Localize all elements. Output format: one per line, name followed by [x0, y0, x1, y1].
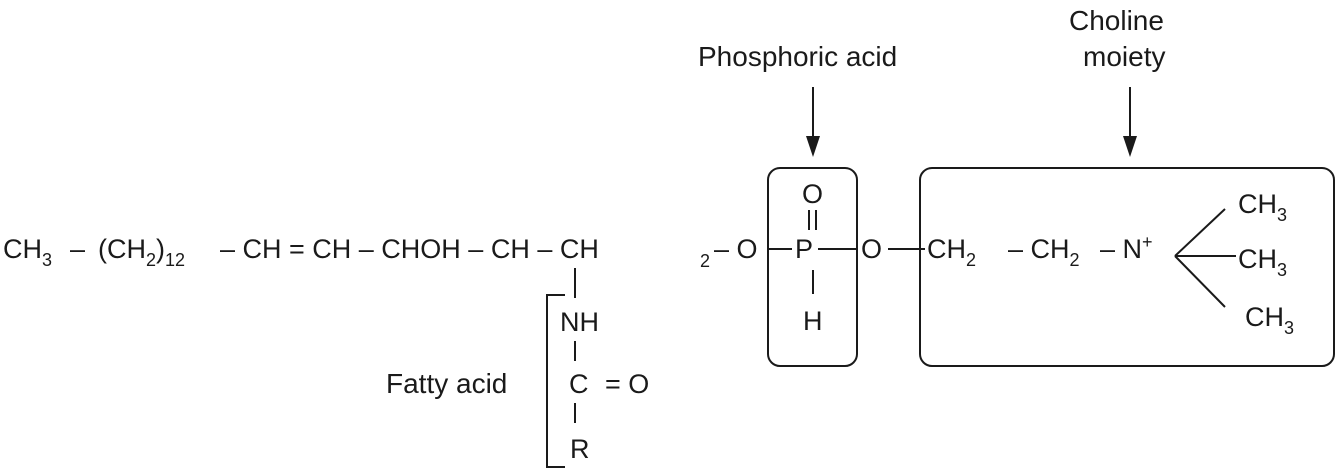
fatty-acid-amide: NH C = O R Fatty acid — [386, 268, 649, 468]
phosphoric-acid-box — [767, 167, 858, 367]
ester-oxygen-1: – O — [714, 234, 758, 264]
ester-oxygen-2: O — [861, 234, 882, 264]
methylene-repeat: (CH2)12 — [98, 234, 185, 270]
phosphorus: P — [795, 234, 813, 264]
methyl-3: CH3 — [1245, 302, 1294, 338]
choline-ch2-1: CH2 — [927, 234, 976, 270]
choline-label-line2: moiety — [1083, 41, 1165, 72]
carbonyl-carbon: C — [569, 369, 589, 399]
bond-dash-1: – — [70, 234, 85, 264]
r-group: R — [570, 434, 590, 464]
trimethyl-group: CH3 CH3 CH3 — [1174, 189, 1294, 338]
amide-nh: NH — [560, 307, 599, 337]
choline-arrow — [1123, 87, 1137, 157]
phosphate-group: O H — [802, 179, 823, 336]
phosphoric-acid-label: Phosphoric acid — [698, 41, 897, 72]
fatty-acid-label: Fatty acid — [386, 368, 507, 399]
methyl-1: CH3 — [1238, 189, 1287, 225]
sphingosine-segment: – CH = CH – CHOH – CH – CH — [220, 234, 599, 264]
carbonyl-oxygen: = O — [605, 369, 649, 399]
phosphate-hydrogen: H — [803, 306, 823, 336]
ch2-sub-b: 2 — [700, 251, 710, 271]
methyl-2: CH3 — [1238, 244, 1287, 280]
choline-moiety-box — [919, 167, 1335, 367]
phosphoric-arrow — [806, 87, 820, 157]
quaternary-nitrogen: – N+ — [1100, 232, 1153, 264]
choline-ch2-2: – CH2 — [1008, 234, 1080, 270]
fatty-acid-bracket — [546, 294, 565, 468]
phosphate-oxygen: O — [802, 179, 823, 209]
ch3-group: CH3 — [3, 234, 52, 270]
choline-label-line1: Choline — [1069, 5, 1164, 36]
backbone-chain: CH3 – (CH2)12 – CH = CH – CHOH – CH – CH… — [3, 232, 1153, 271]
